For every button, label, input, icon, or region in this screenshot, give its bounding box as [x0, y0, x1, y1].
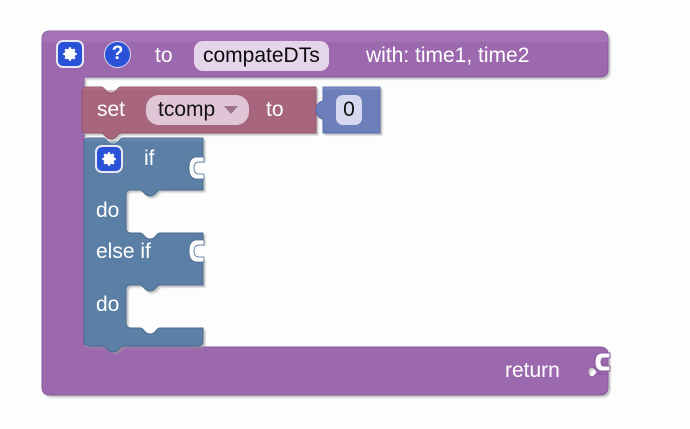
- else-if-condition-socket[interactable]: [188, 239, 205, 263]
- if-condition-socket[interactable]: [188, 156, 205, 180]
- if-do-label: do: [96, 199, 120, 222]
- set-to-keyword: to: [266, 98, 284, 121]
- procedure-to-keyword: to: [155, 44, 173, 67]
- gear-icon[interactable]: [95, 145, 123, 173]
- procedure-name-field[interactable]: compateDTs: [194, 41, 329, 71]
- return-value-socket[interactable]: [586, 352, 611, 372]
- variable-dropdown[interactable]: tcomp: [146, 95, 250, 125]
- number-value-field[interactable]: 0: [336, 95, 362, 125]
- procedure-block-shape[interactable]: [41, 30, 609, 396]
- gear-icon[interactable]: [56, 40, 84, 68]
- else-if-do-label: do: [96, 293, 120, 316]
- help-icon-glyph: ?: [111, 43, 124, 64]
- procedure-params-label: with: time1, time2: [366, 44, 530, 67]
- variable-dropdown-label: tcomp: [158, 98, 216, 121]
- else-if-label: else if: [96, 240, 151, 263]
- set-keyword: set: [97, 98, 126, 121]
- return-label: return: [505, 359, 560, 382]
- help-icon[interactable]: ?: [104, 41, 131, 68]
- chevron-down-icon: [224, 106, 239, 114]
- if-label: if: [144, 147, 155, 170]
